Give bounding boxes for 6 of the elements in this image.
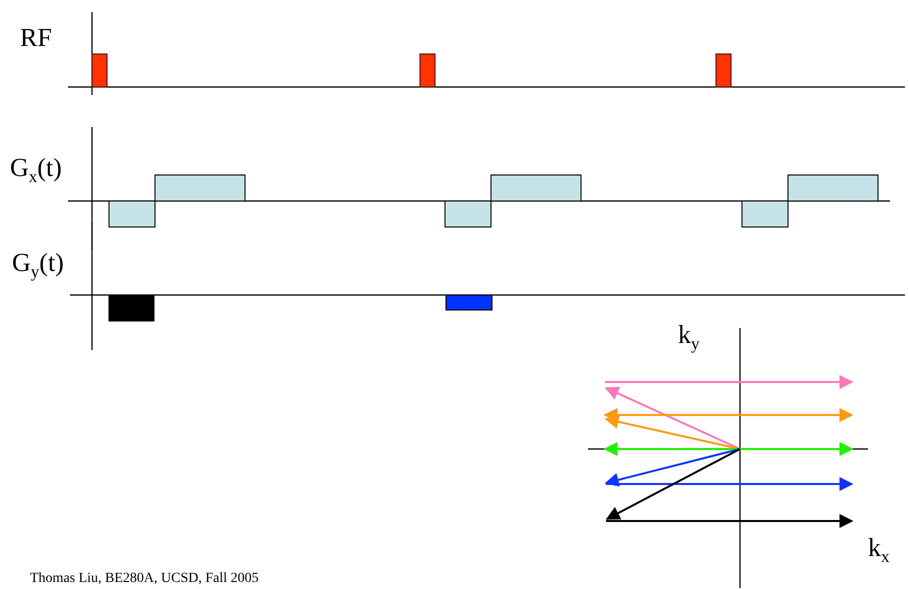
row-label: RF bbox=[20, 25, 52, 51]
axis-label: k$_{y}$ bbox=[678, 322, 700, 352]
axis-label: k$_{x}$ bbox=[868, 535, 890, 566]
row-label: G$_{y}$(t) bbox=[12, 250, 64, 280]
credit-caption: Thomas Liu, BE280A, UCSD, Fall 2005 bbox=[30, 572, 259, 586]
row-label: G$_{x}$(t) bbox=[10, 155, 62, 186]
